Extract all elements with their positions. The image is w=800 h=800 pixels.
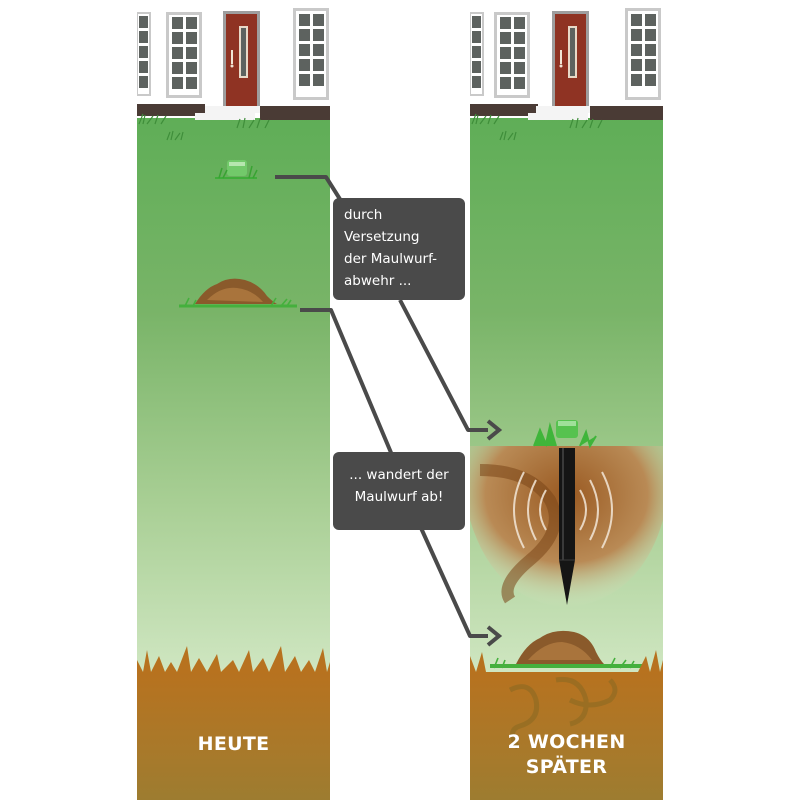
right-scene	[470, 0, 663, 672]
callout-line: abwehr ...	[344, 273, 412, 289]
left-scene	[137, 0, 330, 672]
panel-today: HEUTE	[137, 0, 330, 800]
solar-mole-repeller-icon	[215, 160, 258, 179]
connector-molehill-lower	[419, 527, 488, 638]
panel-two-weeks-later: 2 WOCHEN SPÄTER	[470, 0, 663, 800]
window	[166, 12, 202, 98]
callout-line: durch	[344, 207, 383, 223]
soil	[137, 672, 330, 800]
sound-waves-icon	[513, 471, 613, 549]
label-two-weeks-later: 2 WOCHEN SPÄTER	[470, 730, 663, 780]
arrow-right-icon	[486, 419, 503, 441]
grass-edge	[470, 650, 663, 672]
callout-line: der Maulwurf-	[344, 251, 437, 267]
callout-line: Versetzung	[344, 229, 420, 245]
window	[137, 12, 151, 96]
label-line-2: SPÄTER	[525, 756, 608, 778]
window	[470, 12, 484, 96]
callout-line: Maulwurf ab!	[354, 489, 444, 505]
front-door	[552, 11, 589, 106]
window	[293, 8, 329, 100]
grass-tufts	[138, 113, 270, 141]
window	[494, 12, 530, 98]
solar-mole-repeller-icon	[533, 420, 597, 605]
callout-mole-leaves: ... wandert der Maulwurf ab!	[333, 452, 465, 530]
label-today: HEUTE	[197, 733, 270, 755]
house-facade	[470, 0, 663, 120]
callout-line: ... wandert der	[349, 467, 449, 483]
connector-device-lower	[398, 299, 488, 432]
lawn	[137, 118, 330, 672]
house-facade	[137, 0, 330, 120]
connector-molehill	[300, 308, 394, 456]
grass-edge	[137, 646, 330, 672]
connector-device	[275, 175, 345, 206]
callout-relocation: durch Versetzung der Maulwurf- abwehr ..…	[333, 198, 465, 300]
label-line-1: 2 WOCHEN	[507, 731, 626, 753]
molehill-icon	[179, 278, 297, 308]
arrow-right-icon	[486, 625, 503, 647]
grass-tufts	[471, 113, 603, 141]
front-door	[223, 11, 260, 106]
window	[625, 8, 661, 100]
molehill-icon	[490, 630, 646, 669]
